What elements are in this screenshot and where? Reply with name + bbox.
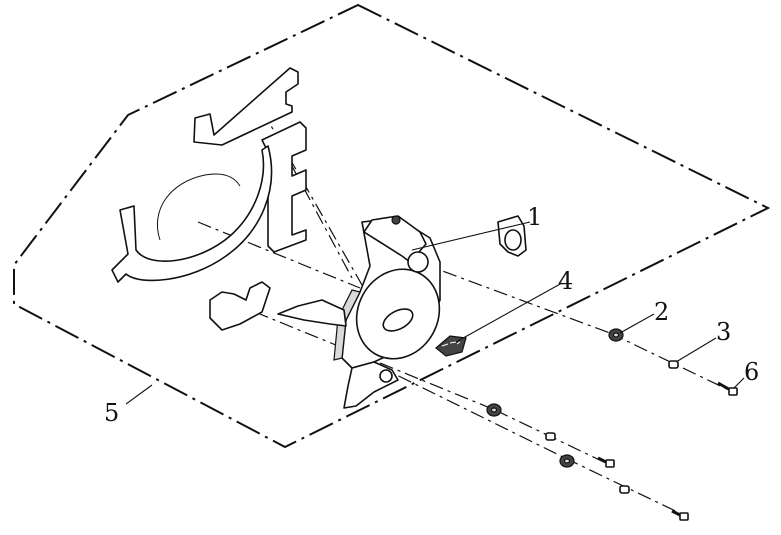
washer-middle-hole bbox=[490, 407, 498, 413]
clip-ring-hole bbox=[504, 229, 522, 251]
cover-upper-pin bbox=[391, 215, 401, 225]
bolt-lower-head bbox=[679, 512, 689, 521]
projected-ring-shape bbox=[111, 145, 273, 283]
projected-u-bracket bbox=[209, 281, 271, 331]
bolt-part-group bbox=[597, 381, 738, 521]
leader-lines bbox=[125, 221, 745, 405]
callout-6: 6 bbox=[744, 358, 759, 386]
leader-1 bbox=[411, 221, 531, 251]
emblem-badge-lettering bbox=[441, 341, 461, 347]
leader-6 bbox=[733, 377, 745, 389]
leader-2 bbox=[619, 313, 655, 334]
spacer-part-group bbox=[545, 360, 679, 494]
spacer-middle bbox=[545, 432, 556, 441]
callout-1: 1 bbox=[527, 203, 542, 231]
leader-4 bbox=[455, 282, 563, 343]
washer-part-group bbox=[486, 328, 624, 468]
clip-ring-part bbox=[497, 215, 527, 257]
callout-4: 4 bbox=[558, 267, 573, 295]
leader-3 bbox=[675, 337, 717, 363]
cover-upper-tab bbox=[363, 215, 427, 263]
callout-3: 3 bbox=[716, 318, 731, 346]
bolt-upper-head bbox=[728, 387, 738, 396]
spacer-upper bbox=[668, 360, 679, 369]
cover-lower-bolt-hole bbox=[379, 369, 393, 383]
cover-upper-boss bbox=[407, 251, 429, 273]
projection-plane-outline bbox=[13, 3, 771, 449]
projected-bracket-shape bbox=[261, 121, 307, 253]
cover-lower-leg bbox=[343, 361, 399, 409]
washer-lower-hole bbox=[563, 458, 571, 464]
projected-ring-inner bbox=[156, 173, 241, 241]
cover-mount-flange bbox=[277, 299, 347, 327]
callout-5: 5 bbox=[104, 399, 119, 427]
projected-rib-shape bbox=[193, 67, 299, 146]
cover-emblem-recess bbox=[382, 308, 414, 332]
callout-2: 2 bbox=[654, 298, 669, 326]
leader-5 bbox=[125, 384, 153, 405]
bolt-middle-head bbox=[605, 459, 615, 468]
washer-upper-hole bbox=[612, 332, 620, 338]
cover-assembly bbox=[277, 215, 441, 409]
spacer-lower bbox=[619, 485, 630, 494]
